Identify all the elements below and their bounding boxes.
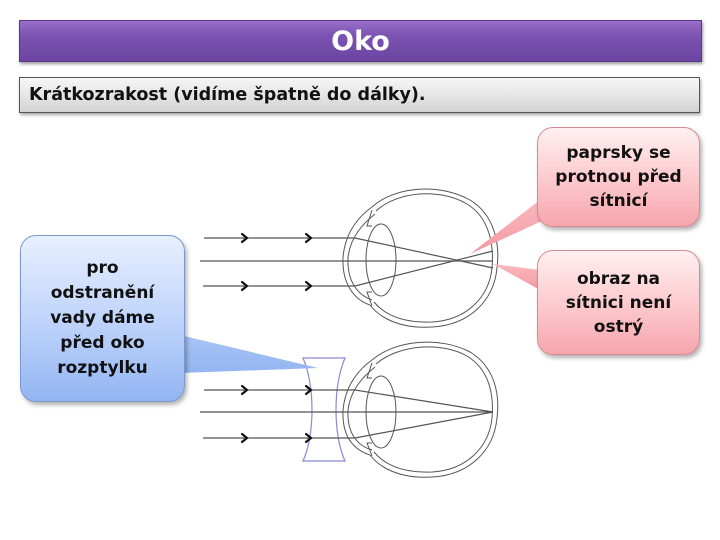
slide-title: Oko	[19, 20, 702, 62]
callout-tail-pink-bottom	[493, 264, 540, 290]
arrow-icon	[240, 384, 313, 444]
eye-corrected	[342, 341, 499, 478]
callout-correction: pro odstranění vady dáme před oko rozpty…	[20, 235, 185, 402]
callout-image-not-sharp: obraz na sítnici není ostrý	[537, 250, 700, 355]
rays-corrected	[200, 389, 494, 439]
eye-uncorrected	[342, 188, 499, 328]
callout-tail-pink-top	[470, 200, 555, 254]
concave-lens	[302, 357, 346, 462]
slide-subtitle: Krátkozrakost (vidíme špatně do dálky).	[19, 77, 700, 113]
callout-rays-intersect: paprsky se protnou před sítnicí	[537, 127, 700, 227]
arrow-icon	[240, 232, 313, 292]
callout-tail-blue	[180, 335, 318, 373]
rays-uncorrected	[200, 237, 494, 287]
